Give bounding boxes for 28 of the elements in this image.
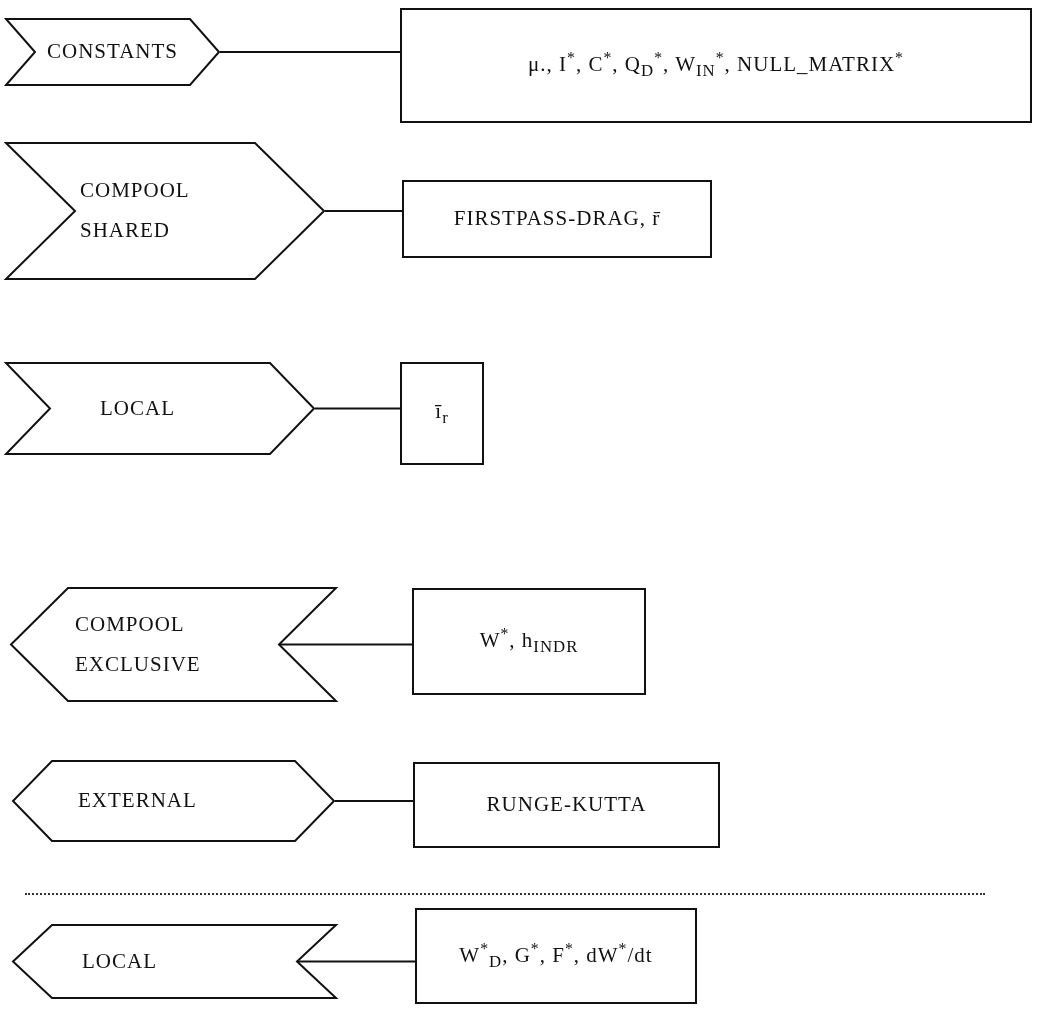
chevron-shape bbox=[10, 587, 337, 702]
chevron-shape bbox=[5, 142, 325, 280]
data-box bbox=[412, 588, 646, 695]
variable-list: FIRSTPASS-DRAG, r̄ bbox=[453, 199, 661, 239]
category-label: LOCAL bbox=[100, 394, 175, 422]
data-box bbox=[400, 8, 1032, 123]
variable-list: μ., I$^{*}$, C$^{*}$, Q$_{D}$$^{*}$, W$_{IN}$$^{*}$, NULL_MATRIX$^{*}$ bbox=[528, 43, 904, 88]
data-box bbox=[413, 762, 720, 848]
chevron-shape bbox=[12, 924, 337, 999]
category-label: CONSTANTS bbox=[47, 38, 178, 66]
category-label: EXTERNAL bbox=[78, 787, 197, 815]
connector-line bbox=[334, 800, 414, 802]
chevron-shape bbox=[12, 760, 335, 842]
connector-line bbox=[324, 210, 403, 212]
chevron-shape bbox=[5, 18, 220, 86]
category-label: COMPOOL SHARED bbox=[80, 177, 190, 244]
connector-line bbox=[314, 407, 401, 410]
data-box bbox=[402, 180, 712, 258]
variable-list: W$^{*}$, h$_{INDR}$ bbox=[479, 619, 579, 664]
category-label: LOCAL bbox=[82, 947, 157, 975]
data-box bbox=[415, 908, 697, 1004]
connector-line bbox=[219, 51, 401, 53]
data-box bbox=[400, 362, 484, 465]
variable-list: W$^{*}$$_{D}$, G$^{*}$, F$^{*}$, dW$^{*}$/dt bbox=[459, 933, 653, 979]
chevron-shape bbox=[5, 362, 315, 455]
category-label: COMPOOL EXCLUSIVE bbox=[75, 610, 202, 678]
variable-list: RUNGE-KUTTA bbox=[486, 785, 647, 825]
variable-list: ī$_{r}$ bbox=[435, 392, 449, 435]
